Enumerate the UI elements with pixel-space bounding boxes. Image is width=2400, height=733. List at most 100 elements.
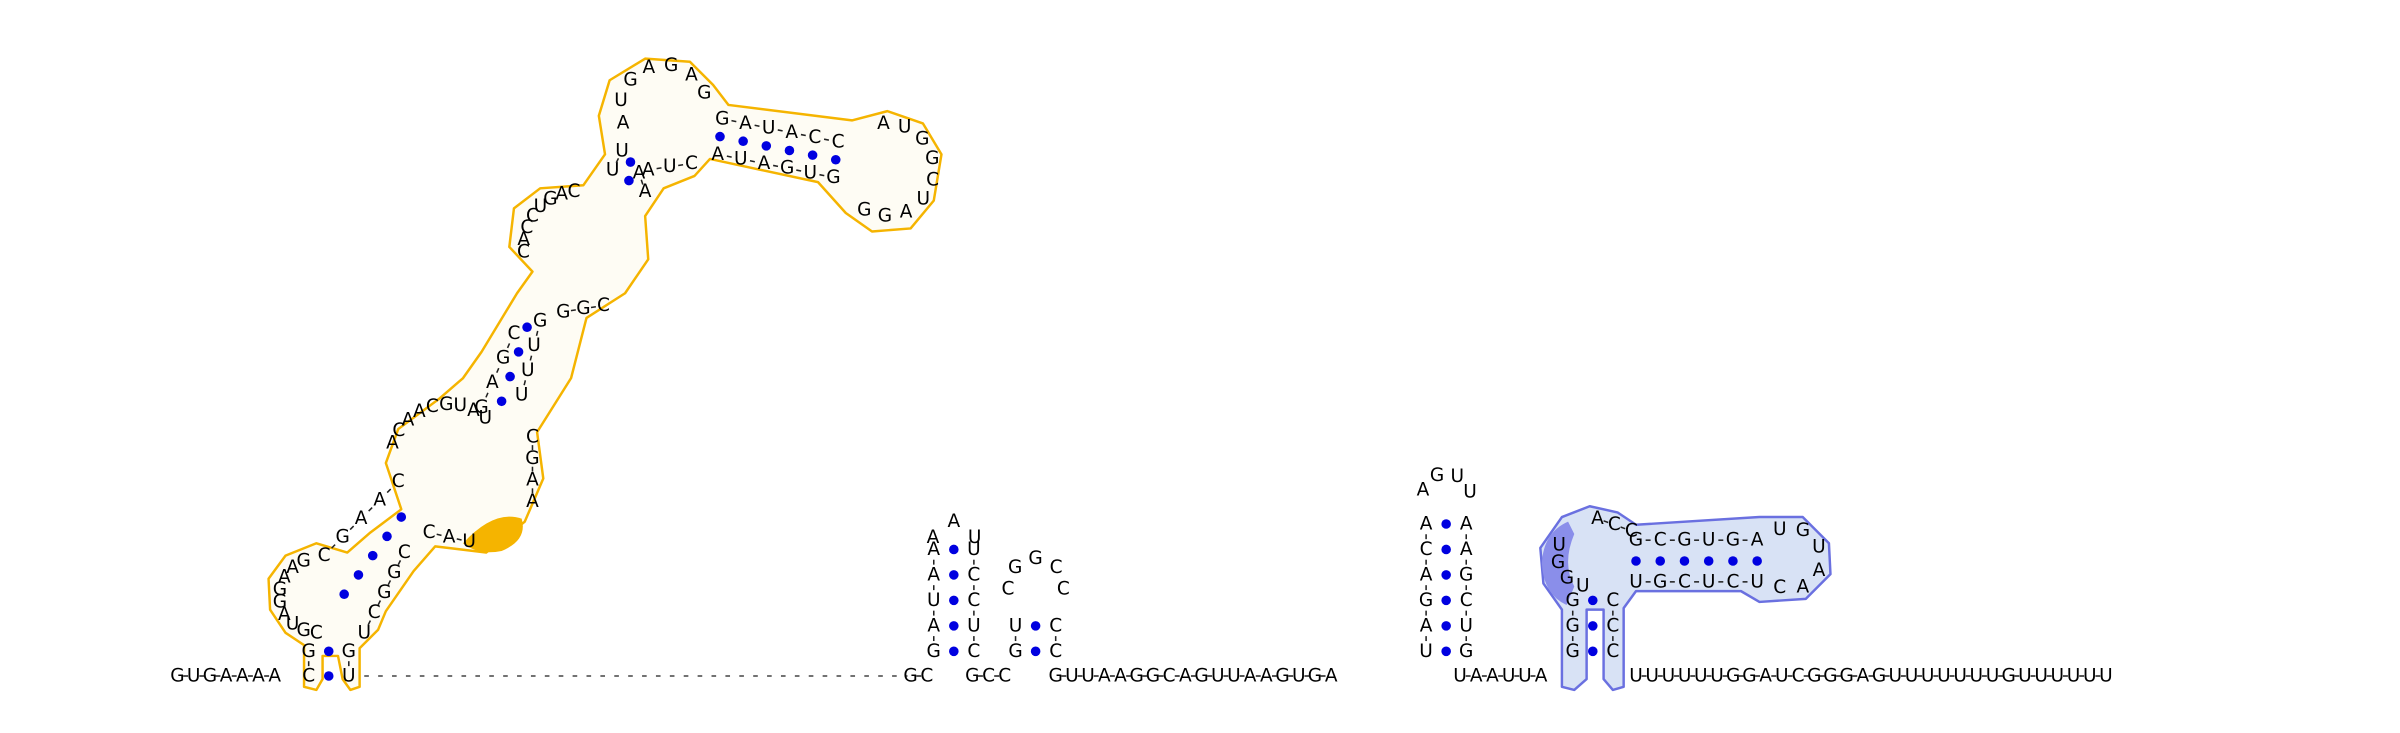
nucleotide: A xyxy=(642,159,655,180)
nucleotide: U xyxy=(1773,519,1787,540)
nucleotide: G xyxy=(543,189,557,210)
base-pair-dot xyxy=(1441,646,1451,657)
nucleotide: G xyxy=(1194,666,1208,687)
nucleotide: U xyxy=(1502,666,1516,687)
backbone-link xyxy=(377,600,382,606)
nucleotide: G xyxy=(1726,530,1740,551)
nucleotide: C xyxy=(998,666,1011,687)
base-pair-dot xyxy=(367,550,378,561)
nucleotide: U xyxy=(1905,666,1919,687)
nucleotide: U xyxy=(2034,666,2048,687)
hairpin-4-right-strand: CCC xyxy=(1606,590,1619,662)
nucleotide: U xyxy=(2018,666,2032,687)
nucleotide: A xyxy=(278,567,291,588)
nucleotide: U xyxy=(1009,615,1023,636)
nucleotide: U xyxy=(462,531,476,552)
nucleotide: A xyxy=(413,401,426,422)
nucleotide: C xyxy=(1049,641,1062,662)
nucleotide: C xyxy=(1606,641,1619,662)
backbone-link xyxy=(506,343,511,349)
nucleotide: A xyxy=(1535,666,1548,687)
backbone-link xyxy=(800,133,806,137)
nucleotide: U xyxy=(1518,666,1532,687)
nucleotide: G xyxy=(474,397,488,418)
nucleotide: U xyxy=(804,162,818,183)
nucleotide: A xyxy=(927,564,940,585)
domain-1-stem-4-right: AA xyxy=(633,162,652,202)
backbone-link xyxy=(368,507,373,512)
base-pair-dot xyxy=(1631,556,1641,566)
nucleotide: A xyxy=(643,57,656,78)
base-pair-dot xyxy=(1588,621,1598,631)
nucleotide: U xyxy=(1629,666,1643,687)
base-pair-dot xyxy=(513,347,524,357)
nucleotide: C xyxy=(1460,590,1473,611)
nucleotide: C xyxy=(310,622,323,643)
base-pair-dot xyxy=(323,671,334,681)
nucleotide: A xyxy=(1797,576,1810,597)
nucleotide: G xyxy=(342,641,356,662)
highlight-blobs xyxy=(463,516,1575,606)
nucleotide: C xyxy=(520,217,533,238)
base-pair-dot xyxy=(1030,621,1041,631)
backbone-link xyxy=(1603,520,1609,524)
nucleotide: U xyxy=(521,360,535,381)
nucleotide: C xyxy=(967,564,980,585)
nucleotide: U xyxy=(1694,666,1708,687)
base-pair-dot xyxy=(1441,595,1451,606)
nucleotide: G xyxy=(1872,666,1886,687)
nucleotide: C xyxy=(302,666,315,687)
nucleotide: G xyxy=(1566,641,1580,662)
base-pair-dot xyxy=(323,646,334,657)
nucleotide: A xyxy=(1244,666,1257,687)
nucleotide: U xyxy=(916,189,930,210)
nucleotide: A xyxy=(785,122,798,143)
nucleotide: U xyxy=(479,408,493,429)
nucleotide: A xyxy=(1460,539,1473,560)
nucleotide: C xyxy=(426,396,439,417)
backbone-link xyxy=(678,164,684,167)
nucleotide: G xyxy=(780,158,794,179)
nucleotide: G xyxy=(533,311,547,332)
nucleotide: A xyxy=(220,666,233,687)
backbone-link xyxy=(777,129,783,132)
nucleotide: A xyxy=(711,144,724,165)
base-pair-dot xyxy=(1588,595,1598,606)
nucleotide: U xyxy=(1552,535,1566,556)
nucleotide: G xyxy=(1807,666,1821,687)
base-pair-dot xyxy=(738,136,748,147)
nucleotide: A xyxy=(758,153,771,174)
blue-domain-outline xyxy=(1539,505,1832,692)
nucleotide: G xyxy=(576,298,590,319)
nucleotide: U xyxy=(1812,537,1826,558)
backbone-link xyxy=(349,525,355,531)
base-pair-dot xyxy=(1441,544,1451,555)
nucleotide: C xyxy=(920,666,933,687)
nucleotide: C xyxy=(1654,530,1667,551)
nucleotide: U xyxy=(1292,666,1306,687)
base-pair-dot xyxy=(396,512,407,522)
backbone-link xyxy=(523,380,527,386)
backbone-link xyxy=(590,305,596,309)
nucleotide: U xyxy=(515,385,529,406)
nucleotide: A xyxy=(1417,480,1430,501)
base-pair-dot xyxy=(1441,621,1451,631)
hairpin-2-right-strand: CC xyxy=(1049,615,1062,661)
nucleotide: C xyxy=(1678,571,1691,592)
backbone-link xyxy=(823,138,830,141)
nucleotide: G xyxy=(915,129,929,150)
base-pair-dot xyxy=(496,396,507,407)
nucleotide: G xyxy=(1823,666,1837,687)
nucleotide: G xyxy=(302,641,316,662)
